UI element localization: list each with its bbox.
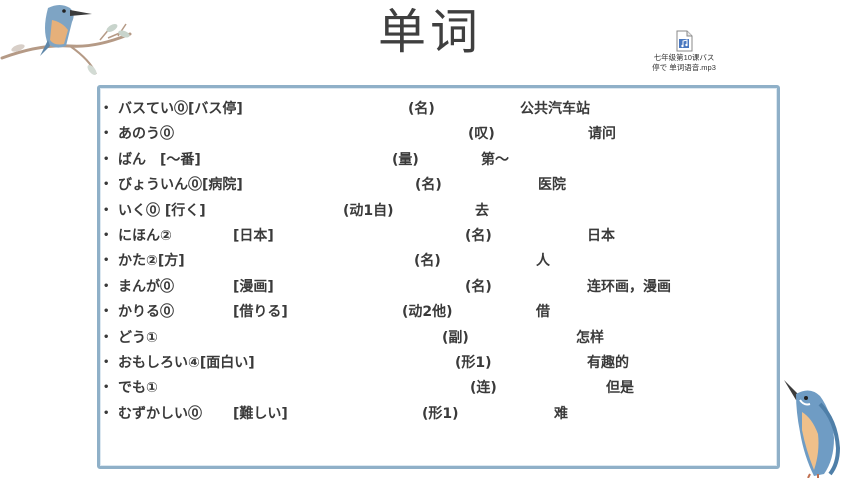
vocab-item: • おもしろい④[面白い] (形1) 有趣的 (100, 351, 770, 376)
vocab-word: かりる⓪ (118, 304, 174, 321)
audio-file-icon[interactable] (674, 30, 694, 52)
vocab-meaning: 难 (554, 405, 568, 422)
vocab-word: あのう⓪ (118, 126, 174, 143)
vocab-item: • でも① (连) 但是 (100, 376, 770, 401)
page-title: 单词 (377, 4, 482, 60)
vocab-word: どう① (118, 329, 158, 346)
bullet: • (103, 407, 110, 419)
vocab-word: ばん [～番] (118, 151, 201, 168)
bullet: • (103, 153, 110, 165)
vocab-item: • バスてい⓪[バス停] (名) 公共汽车站 (100, 97, 770, 122)
vocab-word: かた②[方] (118, 253, 185, 270)
vocab-word: にほん② (118, 227, 172, 244)
vocab-word: まんが⓪ (118, 278, 174, 295)
vocab-meaning: 但是 (606, 380, 634, 397)
vocab-pos: (连) (470, 380, 497, 397)
vocab-meaning: 人 (536, 253, 550, 270)
vocab-pos: (名) (414, 253, 441, 270)
vocab-reading: [借りる] (233, 304, 288, 321)
bullet: • (103, 255, 110, 267)
vocab-pos: (副) (442, 329, 469, 346)
vocab-pos: (形1) (422, 405, 459, 422)
audio-filename[interactable]: 七年级第10课バス 停で 单词语音.mp3 (652, 53, 716, 72)
vocab-pos: (动1自) (343, 202, 394, 219)
vocab-item: • にほん② [日本] (名) 日本 (100, 224, 770, 249)
vocab-item: • かりる⓪ [借りる] (动2他) 借 (100, 300, 770, 325)
bullet: • (103, 280, 110, 292)
vocab-meaning: 第～ (481, 151, 509, 168)
vocabulary-list: • バスてい⓪[バス停] (名) 公共汽车站 • あのう⓪ (叹) 请问 • ば… (100, 97, 770, 427)
bullet: • (103, 382, 110, 394)
vocab-word: バスてい⓪[バス停] (118, 101, 243, 117)
vocab-word: びょういん⓪[病院] (118, 177, 243, 194)
kingfisher-branch-illustration (0, 5, 132, 75)
bullet: • (103, 306, 110, 318)
vocab-pos: (形1) (455, 354, 492, 371)
vocab-word: でも① (118, 380, 158, 397)
bullet: • (103, 128, 110, 140)
vocab-meaning: 公共汽车站 (520, 101, 590, 117)
vocab-meaning: 医院 (538, 177, 566, 194)
vocab-word: むずかしい⓪ (118, 405, 202, 422)
vocab-item: • どう① (副) 怎样 (100, 326, 770, 351)
vocab-pos: (名) (415, 177, 442, 194)
bullet: • (103, 204, 110, 216)
vocab-item: • かた②[方] (名) 人 (100, 249, 770, 274)
vocabulary-frame (97, 85, 780, 469)
vocab-meaning: 请问 (588, 126, 616, 143)
bullet: • (103, 229, 110, 241)
vocab-word: おもしろい④[面白い] (118, 354, 255, 371)
bullet: • (103, 331, 110, 343)
vocab-item: • まんが⓪ [漫画] (名) 连环画，漫画 (100, 275, 770, 300)
audio-attachment[interactable]: 七年级第10课バス 停で 单词语音.mp3 (646, 30, 722, 73)
vocab-reading: [難しい] (233, 405, 288, 422)
vocab-meaning: 借 (536, 304, 550, 321)
vocab-meaning: 怎样 (576, 329, 604, 346)
vocab-pos: (动2他) (402, 304, 453, 321)
vocab-reading: [日本] (233, 227, 274, 244)
vocab-item: • ばん [～番] (量) 第～ (100, 148, 770, 173)
vocab-meaning: 有趣的 (587, 354, 629, 371)
vocab-word: いく⓪ [行く] (118, 202, 206, 219)
vocab-meaning: 连环画，漫画 (587, 278, 671, 295)
vocab-pos: (叹) (468, 126, 495, 143)
vocab-item: • びょういん⓪[病院] (名) 医院 (100, 173, 770, 198)
vocab-item: • むずかしい⓪ [難しい] (形1) 难 (100, 402, 770, 427)
vocab-pos: (名) (465, 227, 492, 244)
bullet: • (103, 179, 110, 191)
vocab-pos: (量) (392, 151, 419, 168)
vocab-reading: [漫画] (233, 278, 274, 295)
kingfisher-illustration (784, 380, 841, 478)
bullet: • (103, 103, 110, 114)
vocab-meaning: 日本 (587, 227, 615, 244)
bullet: • (103, 356, 110, 368)
vocab-pos: (名) (465, 278, 492, 295)
vocab-pos: (名) (408, 101, 435, 117)
vocab-item: • いく⓪ [行く] (动1自) 去 (100, 199, 770, 224)
vocab-meaning: 去 (475, 202, 489, 219)
vocab-item: • あのう⓪ (叹) 请问 (100, 122, 770, 147)
